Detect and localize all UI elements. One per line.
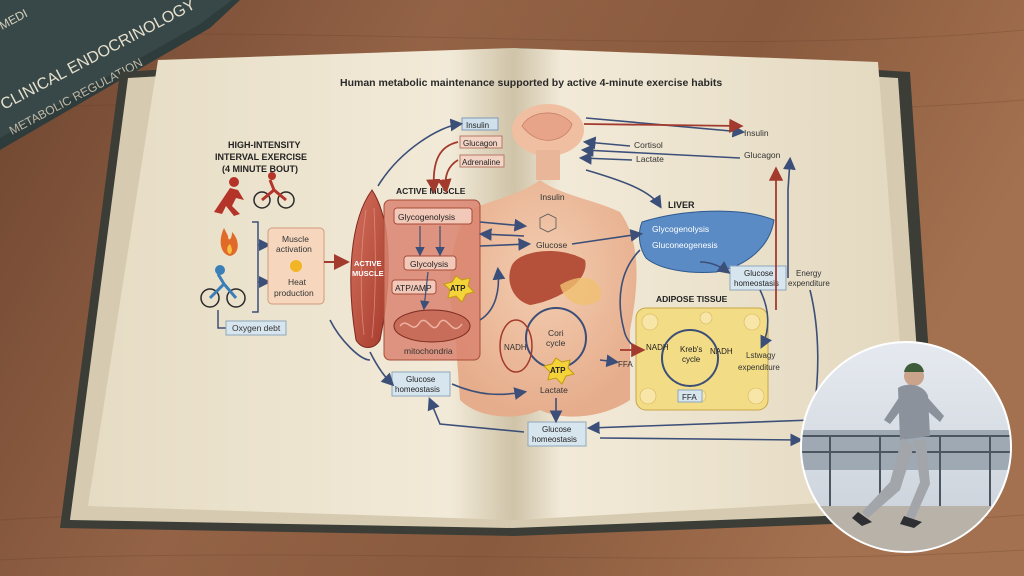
oxygen-debt-box	[225, 320, 287, 336]
glucose-homeostasis-left-text-2: homeostasis	[395, 385, 440, 394]
mitochondria-text: mitochondria	[404, 346, 453, 356]
cori-cycle-text-1: Cori	[548, 328, 564, 338]
krebs-text-1: Kreb's	[680, 345, 702, 354]
ffa-text-adipose: FFA	[682, 393, 697, 402]
insulin-text-center: Insulin	[540, 192, 565, 202]
glucagon-text-right: Glucagon	[744, 150, 781, 160]
glycogenolysis-text-muscle: Glycogenolysis	[398, 212, 455, 222]
lactate-text-center: Lactate	[540, 385, 568, 395]
lactate-text-right: Lactate	[636, 154, 664, 164]
hormone-arrows-red	[426, 118, 784, 358]
atp-text-muscle: ATP	[450, 284, 466, 293]
insulin-text-left: Insulin	[466, 121, 489, 130]
center-liver	[509, 250, 586, 305]
flame-icon	[220, 228, 238, 256]
heat-production-text-2: production	[274, 288, 314, 298]
lstwagy-text-1: Lstwagy	[746, 351, 775, 360]
glucose-text-center: Glucose	[536, 240, 567, 250]
lstwagy-text-2: expenditure	[738, 363, 780, 372]
adrenaline-text-left: Adrenaline	[462, 158, 501, 167]
nadh-text-center: NADH	[504, 343, 527, 352]
atp-burst-muscle	[443, 275, 475, 303]
hiit-heading-3: (4 MINUTE BOUT)	[222, 164, 298, 174]
glucagon-box-left	[459, 135, 503, 149]
bracket	[252, 221, 259, 313]
hiit-heading-2: INTERVAL EXERCISE	[215, 152, 307, 162]
jogger-photo-inset	[800, 341, 1012, 553]
heat-production-text-1: Heat	[288, 277, 307, 287]
adipose-heading: ADIPOSE TISSUE	[656, 294, 728, 304]
oxygen-debt-text: Oxygen debt	[232, 323, 281, 333]
glucagon-text-left: Glucagon	[463, 139, 497, 148]
glucose-homeostasis-left-text-1: Glucose	[406, 375, 436, 384]
energy-text-2: expenditure	[788, 279, 830, 288]
glycolysis-text: Glycolysis	[410, 259, 448, 269]
active-muscle-label-2: MUSCLE	[352, 269, 384, 278]
atp-amp-text: ATP/AMP	[395, 283, 432, 293]
nadh-loop	[499, 319, 533, 373]
glucose-homeostasis-bottom-text-2: homeostasis	[532, 435, 577, 444]
insulin-text-right: Insulin	[744, 128, 769, 138]
glucose-homeostasis-box-left	[391, 371, 451, 397]
gluconeogenesis-text-liver: Gluconeogenesis	[652, 240, 718, 250]
liver-heading: LIVER	[668, 200, 695, 210]
sun-icon	[290, 260, 302, 272]
krebs-cycle-ring	[661, 329, 719, 387]
atp-text-center: ATP	[550, 366, 566, 375]
glucose-homeostasis-right-text-2: homeostasis	[734, 279, 779, 288]
cyclist-icon-top	[253, 172, 295, 209]
ffa-text-center: FFA	[618, 360, 633, 369]
glucose-homeostasis-box-bottom	[527, 421, 587, 447]
page-title: Human metabolic maintenance supported by…	[340, 77, 722, 89]
ffa-box-adipose	[677, 389, 703, 403]
active-muscle-heading: ACTIVE MUSCLE	[396, 186, 466, 196]
muscle-activation-text-1: Muscle	[282, 234, 309, 244]
energy-text-1: Energy	[796, 269, 821, 278]
adrenaline-box-left	[459, 154, 505, 168]
hiit-heading-1: HIGH-INTENSITY	[228, 140, 301, 150]
adipose-tissue-box	[635, 307, 769, 411]
active-muscle-label-1: ACTIVE	[354, 259, 382, 268]
glycogenolysis-box-muscle	[393, 207, 473, 225]
krebs-text-2: cycle	[682, 355, 701, 364]
cyclist-icon-bottom	[200, 265, 246, 308]
cortisol-text-right: Cortisol	[634, 140, 663, 150]
cori-cycle-text-2: cycle	[546, 338, 566, 348]
muscle-activation-text-2: activation	[276, 244, 312, 254]
nadh-right-text: NADH	[710, 347, 733, 356]
glycogenolysis-text-liver: Glycogenolysis	[652, 224, 709, 234]
stomach	[560, 277, 601, 305]
glucose-molecule-icon	[539, 213, 557, 233]
nadh-left-text: NADH	[646, 343, 669, 352]
glycolysis-box	[403, 255, 457, 271]
atp-amp-box	[391, 279, 437, 295]
glucose-homeostasis-bottom-text-1: Glucose	[542, 425, 572, 434]
jogger	[852, 363, 944, 528]
glucose-homeostasis-right-text-1: Glucose	[744, 269, 774, 278]
runner-icon	[214, 177, 244, 216]
atp-burst-center	[543, 357, 575, 385]
